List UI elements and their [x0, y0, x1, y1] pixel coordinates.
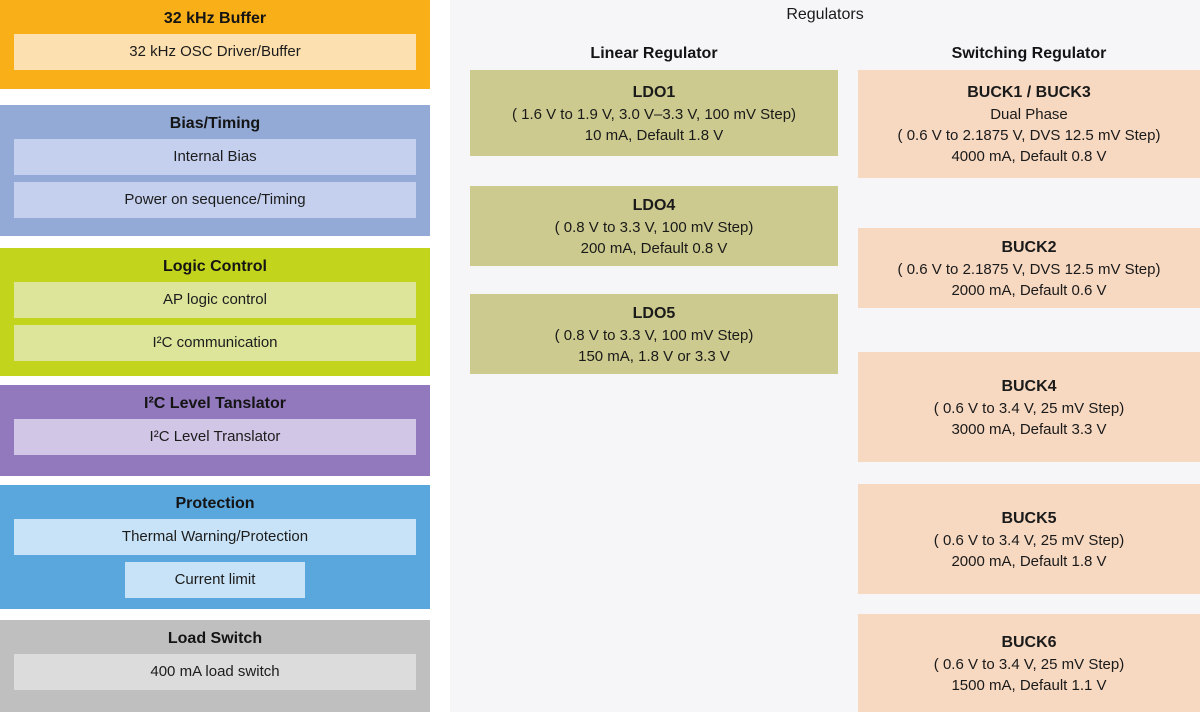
regulator-spec-line: ( 0.8 V to 3.3 V, 100 mV Step): [554, 326, 754, 344]
regulator-name-buck5: BUCK5: [1001, 509, 1057, 527]
regulator-spec-line: 4000 mA, Default 0.8 V: [951, 148, 1107, 165]
sub-box-ap-logic-control: AP logic control: [14, 282, 416, 318]
block-protection: Protection Thermal Warning/Protection Cu…: [0, 485, 430, 609]
block-title-load-switch: Load Switch: [167, 630, 263, 647]
regulator-spec-line: ( 1.6 V to 1.9 V, 3.0 V–3.3 V, 100 mV St…: [511, 105, 797, 123]
regulators-panel-title: Regulators: [786, 6, 864, 23]
regulator-name-buck1-buck3: BUCK1 / BUCK3: [967, 84, 1091, 101]
regulator-spec-line: 150 mA, 1.8 V or 3.3 V: [578, 347, 730, 365]
regulators-panel: Regulators Linear Regulator Switching Re…: [450, 0, 1200, 712]
regulator-box-ldo4: LDO4 ( 0.8 V to 3.3 V, 100 mV Step) 200 …: [470, 186, 838, 266]
regulator-spec-line: ( 0.6 V to 3.4 V, 25 mV Step): [933, 531, 1125, 549]
column-heading-switching-regulator: Switching Regulator: [951, 45, 1107, 62]
regulator-spec-line: 10 mA, Default 1.8 V: [584, 126, 724, 144]
regulator-box-ldo1: LDO1 ( 1.6 V to 1.9 V, 3.0 V–3.3 V, 100 …: [470, 70, 838, 156]
column-heading-linear-regulator: Linear Regulator: [590, 45, 718, 62]
sub-box-power-on-sequence-timing: Power on sequence/Timing: [14, 182, 416, 218]
regulator-name-ldo4: LDO4: [632, 196, 676, 214]
regulator-name-ldo5: LDO5: [632, 304, 676, 322]
sub-box-osc-driver-buffer: 32 kHz OSC Driver/Buffer: [14, 34, 416, 70]
sub-box-thermal-warning-protection: Thermal Warning/Protection: [14, 519, 416, 555]
regulator-box-buck4: BUCK4 ( 0.6 V to 3.4 V, 25 mV Step) 3000…: [858, 352, 1200, 462]
regulator-spec-line: 200 mA, Default 0.8 V: [580, 239, 728, 257]
block-bias-timing: Bias/Timing Internal Bias Power on seque…: [0, 105, 430, 236]
regulator-spec-line: ( 0.8 V to 3.3 V, 100 mV Step): [554, 218, 754, 236]
regulator-spec-line: 1500 mA, Default 1.1 V: [951, 676, 1107, 694]
block-title-32khz-buffer: 32 kHz Buffer: [163, 10, 267, 27]
regulator-spec-line: Dual Phase: [990, 106, 1068, 123]
regulator-spec-line: ( 0.6 V to 3.4 V, 25 mV Step): [933, 655, 1125, 673]
regulator-name-buck4: BUCK4: [1001, 377, 1057, 395]
block-load-switch: Load Switch 400 mA load switch: [0, 620, 430, 712]
block-title-protection: Protection: [175, 495, 255, 512]
regulator-name-ldo1: LDO1: [632, 83, 676, 101]
block-title-logic-control: Logic Control: [163, 258, 267, 275]
regulator-spec-line: 2000 mA, Default 0.6 V: [951, 281, 1107, 299]
block-title-bias-timing: Bias/Timing: [169, 115, 261, 132]
regulator-box-buck5: BUCK5 ( 0.6 V to 3.4 V, 25 mV Step) 2000…: [858, 484, 1200, 594]
sub-box-i2c-level-translator: I²C Level Translator: [14, 419, 416, 455]
regulator-spec-line: ( 0.6 V to 3.4 V, 25 mV Step): [933, 399, 1125, 417]
regulator-spec-line: 3000 mA, Default 3.3 V: [951, 420, 1107, 438]
regulator-spec-line: ( 0.6 V to 2.1875 V, DVS 12.5 mV Step): [897, 260, 1161, 278]
regulator-name-buck2: BUCK2: [1001, 238, 1057, 256]
block-title-i2c-level-translator: I²C Level Tanslator: [144, 395, 286, 412]
sub-box-current-limit: Current limit: [125, 562, 305, 598]
block-logic-control: Logic Control AP logic control I²C commu…: [0, 248, 430, 376]
regulator-box-buck6: BUCK6 ( 0.6 V to 3.4 V, 25 mV Step) 1500…: [858, 614, 1200, 712]
regulator-name-buck6: BUCK6: [1001, 633, 1057, 651]
regulator-box-buck2: BUCK2 ( 0.6 V to 2.1875 V, DVS 12.5 mV S…: [858, 228, 1200, 308]
regulator-box-buck1-buck3: BUCK1 / BUCK3 Dual Phase ( 0.6 V to 2.18…: [858, 70, 1200, 178]
regulator-box-ldo5: LDO5 ( 0.8 V to 3.3 V, 100 mV Step) 150 …: [470, 294, 838, 374]
sub-box-i2c-communication: I²C communication: [14, 325, 416, 361]
regulator-spec-line: ( 0.6 V to 2.1875 V, DVS 12.5 mV Step): [897, 127, 1161, 144]
regulator-spec-line: 2000 mA, Default 1.8 V: [951, 552, 1107, 570]
functional-blocks-column: 32 kHz Buffer 32 kHz OSC Driver/Buffer B…: [0, 0, 430, 712]
block-32khz-buffer: 32 kHz Buffer 32 kHz OSC Driver/Buffer: [0, 0, 430, 89]
sub-box-internal-bias: Internal Bias: [14, 139, 416, 175]
block-i2c-level-translator: I²C Level Tanslator I²C Level Translator: [0, 385, 430, 476]
sub-box-400ma-load-switch: 400 mA load switch: [14, 654, 416, 690]
